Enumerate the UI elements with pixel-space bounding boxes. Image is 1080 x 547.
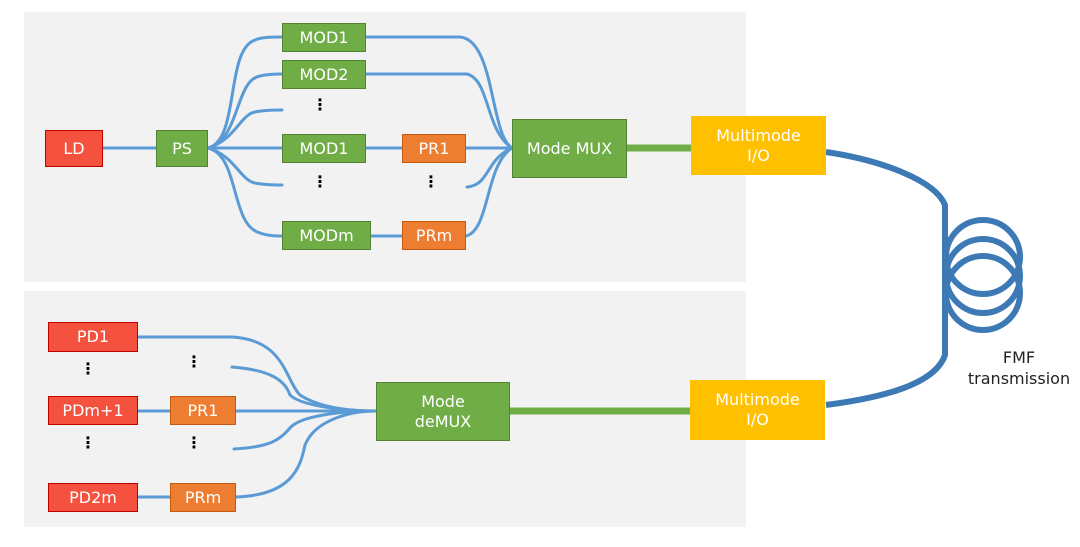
- modulator-m-box: MODm: [282, 221, 371, 250]
- wire-ps-mod1: [206, 35, 284, 150]
- photodetector-1-box: PD1: [48, 322, 138, 352]
- fiber-loop-2: [943, 236, 1023, 316]
- wire-ps-mod2: [206, 72, 284, 150]
- wire-stub-demux-1: [230, 365, 378, 413]
- mode-demux-box: Mode deMUX: [376, 382, 510, 441]
- ellipsis-pd-1: ⋮: [80, 359, 96, 378]
- multimode-io-tx-box: Multimode I/O: [691, 116, 826, 175]
- ellipsis-pr-rx-1: ⋮: [186, 352, 202, 371]
- modulator-1b-box: MOD1: [282, 134, 366, 163]
- ellipsis-mod-1: ⋮: [312, 95, 328, 114]
- wire-prm-mux: [464, 146, 514, 238]
- rotator-prm-rx-box: PRm: [170, 483, 236, 512]
- wire-ps-modm: [206, 146, 284, 238]
- wire-ps-stub1: [206, 108, 284, 150]
- ellipsis-mod-2: ⋮: [312, 172, 328, 191]
- wire-ps-stub2: [206, 146, 284, 187]
- wire-prm-demux: [234, 409, 378, 499]
- modulator-2-box: MOD2: [282, 60, 366, 89]
- fmf-transmission-label: FMF transmission: [967, 348, 1071, 388]
- wire-stub-demux-2: [232, 409, 378, 451]
- ellipsis-pr-tx: ⋮: [423, 172, 439, 191]
- fmf-fiber: [825, 149, 948, 408]
- modulator-1-box: MOD1: [282, 23, 366, 52]
- ellipsis-pd-2: ⋮: [80, 433, 96, 452]
- photodetector-m1-box: PDm+1: [48, 396, 138, 425]
- laser-diode-box: LD: [45, 130, 103, 167]
- multimode-io-rx-box: Multimode I/O: [690, 380, 825, 440]
- photodetector-2m-box: PD2m: [48, 483, 138, 512]
- rotator-pr1-rx-box: PR1: [170, 396, 236, 425]
- fiber-loop-3: [943, 253, 1023, 333]
- power-splitter-box: PS: [156, 130, 208, 167]
- wire-mod1-mux: [364, 35, 514, 150]
- fiber-loop-1: [943, 217, 1023, 297]
- ellipsis-pr-rx-2: ⋮: [186, 433, 202, 452]
- mode-mux-box: Mode MUX: [512, 119, 627, 178]
- rotator-pr1-tx-box: PR1: [402, 134, 466, 163]
- rotator-prm-tx-box: PRm: [402, 221, 466, 250]
- wire-mod2-mux: [364, 72, 514, 150]
